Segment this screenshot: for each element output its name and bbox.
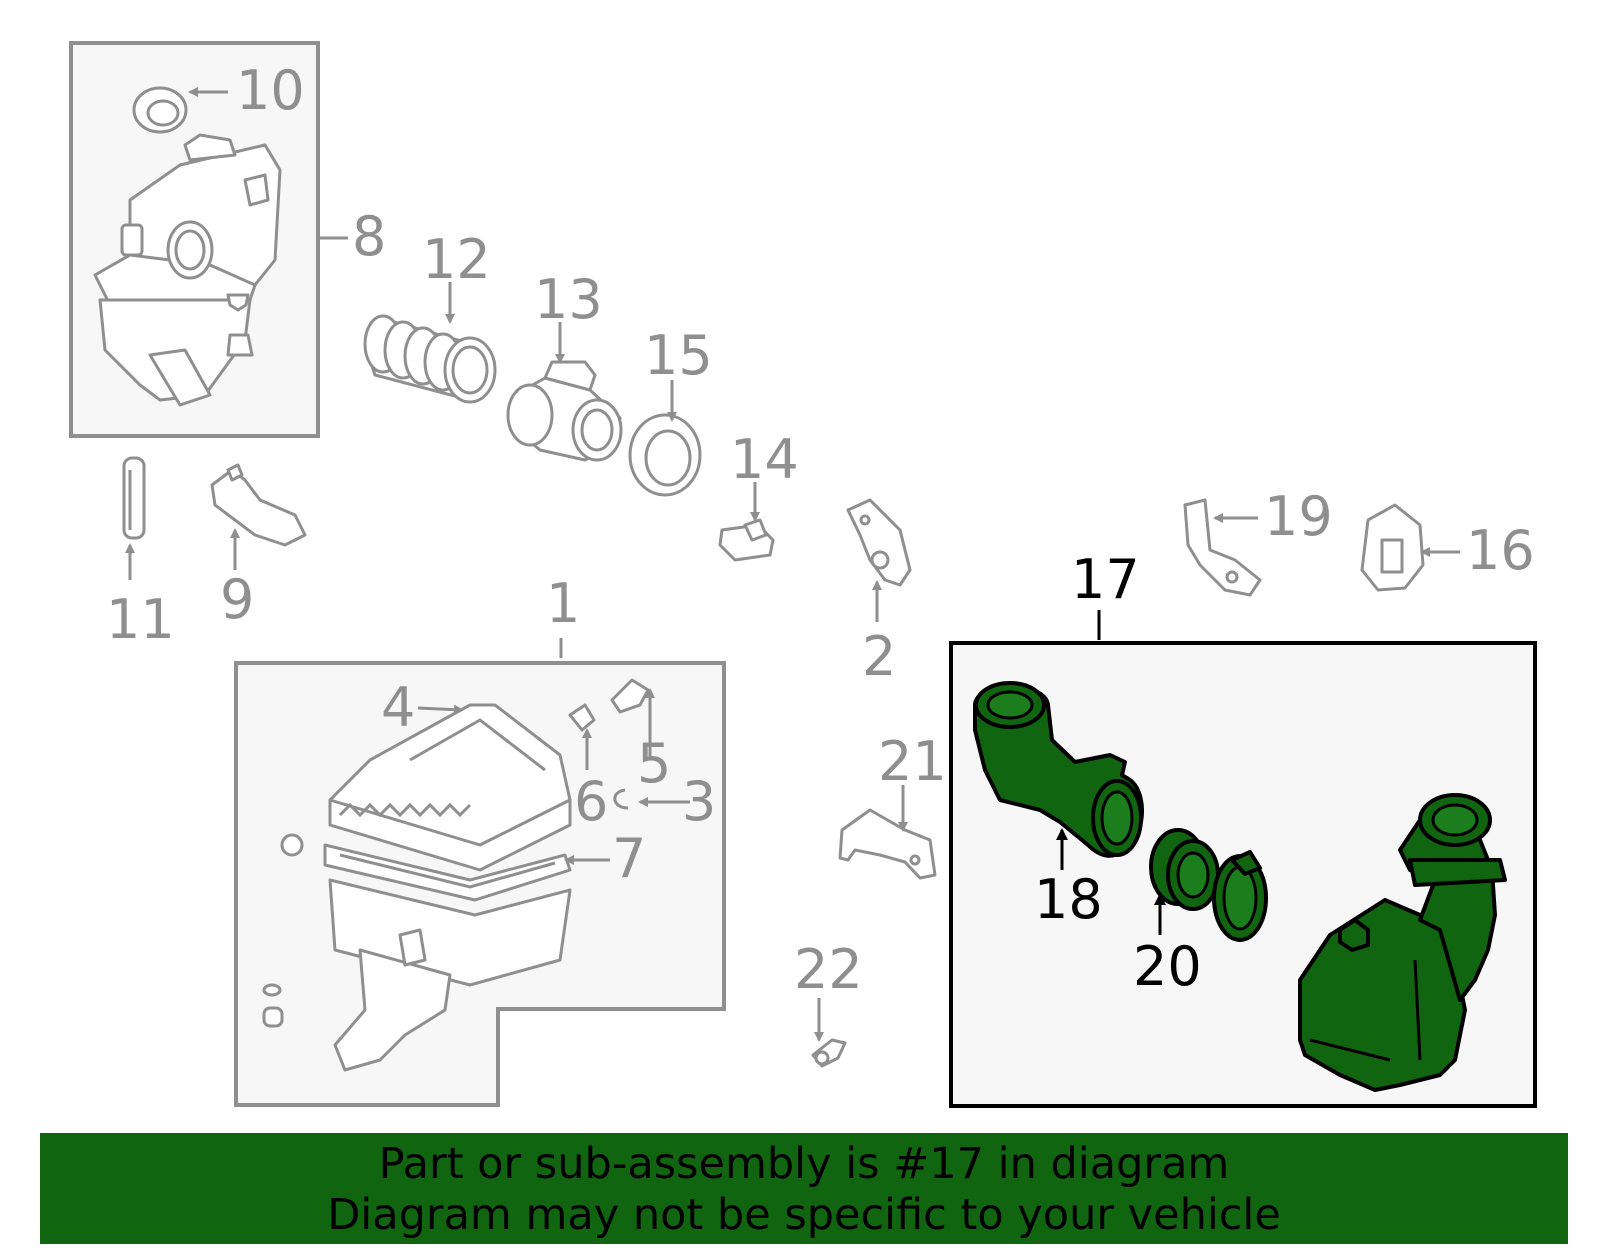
info-banner: Part or sub-assembly is #17 in diagram D… bbox=[40, 1133, 1568, 1244]
callout-16: 16 bbox=[1466, 519, 1535, 582]
callout-9: 9 bbox=[220, 568, 254, 631]
part-21-bracket bbox=[838, 808, 937, 880]
callout-21: 21 bbox=[878, 730, 947, 793]
part-19-bracket bbox=[1183, 498, 1262, 597]
callout-15: 15 bbox=[644, 324, 713, 387]
part-22-clip bbox=[811, 1038, 847, 1068]
part-11 bbox=[122, 456, 146, 540]
callout-19: 19 bbox=[1264, 485, 1333, 548]
callout-11: 11 bbox=[106, 588, 175, 651]
banner-line-1: Part or sub-assembly is #17 in diagram bbox=[378, 1139, 1230, 1189]
callout-7: 7 bbox=[612, 827, 646, 890]
callout-8: 8 bbox=[352, 205, 386, 268]
callout-5: 5 bbox=[637, 732, 671, 795]
group-17-highlighted bbox=[949, 641, 1537, 1108]
callout-14: 14 bbox=[730, 428, 799, 491]
banner-line-2: Diagram may not be specific to your vehi… bbox=[327, 1190, 1281, 1240]
part-12-hose bbox=[363, 314, 497, 404]
group-8-housing bbox=[69, 41, 320, 438]
part-16-mount bbox=[1360, 503, 1425, 592]
part-15-ring bbox=[628, 413, 702, 497]
part-14-clip bbox=[718, 518, 775, 562]
callout-12: 12 bbox=[422, 228, 491, 291]
part-2-bracket bbox=[846, 498, 912, 587]
callout-1: 1 bbox=[546, 572, 580, 635]
callout-10: 10 bbox=[236, 59, 305, 122]
callout-3: 3 bbox=[682, 770, 716, 833]
callout-18: 18 bbox=[1034, 868, 1103, 931]
part-13-sensor bbox=[506, 360, 623, 462]
callout-4: 4 bbox=[381, 676, 415, 739]
callout-20: 20 bbox=[1133, 935, 1202, 998]
part-9 bbox=[210, 463, 307, 547]
callout-2: 2 bbox=[862, 625, 896, 688]
callout-22: 22 bbox=[794, 938, 863, 1001]
callout-17: 17 bbox=[1071, 548, 1140, 611]
callout-13: 13 bbox=[534, 268, 603, 331]
callout-6: 6 bbox=[574, 770, 608, 833]
group-1-air-cleaner bbox=[234, 661, 726, 1107]
